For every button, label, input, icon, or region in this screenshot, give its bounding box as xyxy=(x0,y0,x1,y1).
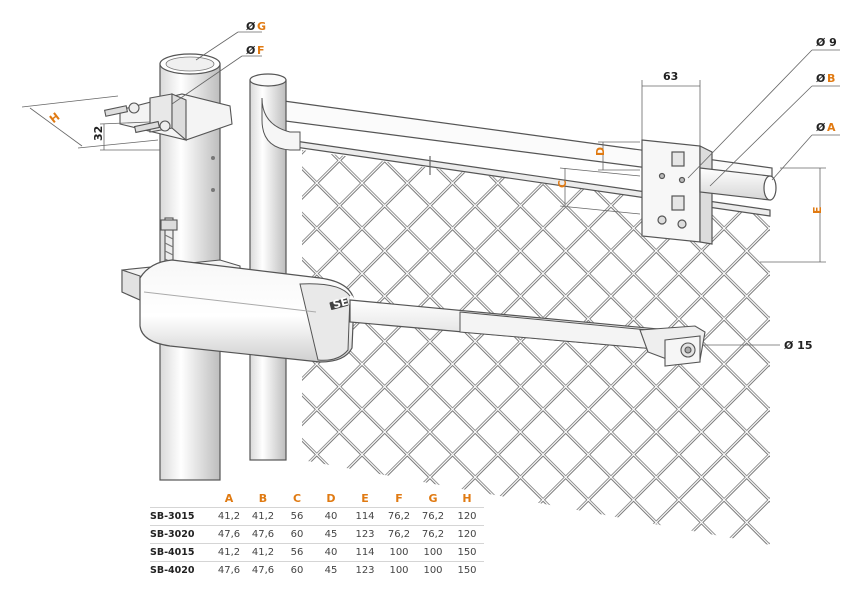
table-cell-model: SB-4015 xyxy=(150,543,212,562)
piston-rod xyxy=(349,299,691,353)
table-cell-model: SB-3015 xyxy=(150,507,212,526)
table-row: SB-3015 41,2 41,2 56 40 114 76,2 76,2 12… xyxy=(150,507,484,526)
table-row: SB-3020 47,6 47,6 60 45 123 76,2 76,2 12… xyxy=(150,525,484,544)
table-cell: 100 xyxy=(382,561,416,579)
table-header-cell: F xyxy=(395,491,403,505)
dimension-lines xyxy=(21,31,840,346)
table-row: SB-4015 41,2 41,2 56 40 114 100 100 150 xyxy=(150,543,484,562)
table-cell: 45 xyxy=(314,525,348,544)
table-cell-model: SB-4020 xyxy=(150,561,212,579)
table-cell: 76,2 xyxy=(416,525,450,544)
table-cell: 123 xyxy=(348,561,382,579)
label-dia-g-symbol: Ø xyxy=(246,20,256,33)
table-cell: 40 xyxy=(314,507,348,526)
table-cell: 47,6 xyxy=(212,525,246,544)
table-header-cell: E xyxy=(361,491,369,505)
label-dia-f-symbol: Ø xyxy=(246,44,256,57)
table-cell: 56 xyxy=(280,507,314,526)
table-cell: 60 xyxy=(280,525,314,544)
dimensions-table: A B C D E F G H SB-3015 41,2 41,2 56 40 … xyxy=(150,489,484,579)
label-dia-15: Ø 15 xyxy=(784,339,813,352)
operator-motor: SEA xyxy=(139,259,358,363)
table-cell: 100 xyxy=(382,543,416,562)
table-cell: 100 xyxy=(416,561,450,579)
table-header-cell: B xyxy=(258,491,268,505)
table-header-cell: C xyxy=(292,491,302,505)
table-cell: 76,2 xyxy=(416,507,450,526)
table-header-cell: A xyxy=(224,491,234,505)
table-cell: 41,2 xyxy=(212,507,246,526)
table-row: SB-4020 47,6 47,6 60 45 123 100 100 150 xyxy=(150,561,484,579)
table-cell: 56 xyxy=(280,543,314,562)
gate-tube xyxy=(699,167,777,201)
table-cell: 114 xyxy=(348,543,382,562)
table-cell: 76,2 xyxy=(382,525,416,544)
label-dia-g: G xyxy=(257,20,266,33)
table-cell: 150 xyxy=(450,561,484,579)
table-cell: 150 xyxy=(450,543,484,562)
table-header-cell: D xyxy=(326,491,336,505)
label-dim-32: 32 xyxy=(92,126,105,141)
gate-post xyxy=(249,73,301,461)
table-cell: 40 xyxy=(314,543,348,562)
table-cell: 120 xyxy=(450,525,484,544)
label-dim-h: H xyxy=(47,110,62,126)
table-header-cell xyxy=(150,489,212,508)
label-dim-c: C xyxy=(556,180,569,188)
rod-end-fork xyxy=(639,325,706,367)
table-cell: 41,2 xyxy=(246,507,280,526)
label-dia-a-symbol: Ø xyxy=(816,121,826,134)
table-cell: 47,6 xyxy=(246,561,280,579)
label-dia-b-symbol: Ø xyxy=(816,72,826,85)
table-cell: 100 xyxy=(416,543,450,562)
table-cell: 76,2 xyxy=(382,507,416,526)
label-dia-9: Ø 9 xyxy=(816,36,837,49)
label-dim-63: 63 xyxy=(663,70,678,83)
label-dim-d: D xyxy=(594,147,607,156)
brand-badge xyxy=(329,298,349,310)
label-dim-e: E xyxy=(811,206,824,214)
table-cell: 47,6 xyxy=(246,525,280,544)
table-cell: 45 xyxy=(314,561,348,579)
table-cell: 41,2 xyxy=(212,543,246,562)
table-cell: 41,2 xyxy=(246,543,280,562)
table-header-row: A B C D E F G H xyxy=(150,489,484,508)
table-header-cell: H xyxy=(462,491,472,505)
table-cell: 114 xyxy=(348,507,382,526)
label-dia-b: B xyxy=(827,72,835,85)
table-cell: 60 xyxy=(280,561,314,579)
table-cell: 120 xyxy=(450,507,484,526)
table-header-cell: G xyxy=(428,491,438,505)
table-cell: 123 xyxy=(348,525,382,544)
label-dia-a: A xyxy=(827,121,836,134)
label-dia-f: F xyxy=(257,44,265,57)
table-cell: 47,6 xyxy=(212,561,246,579)
table-cell-model: SB-3020 xyxy=(150,525,212,544)
